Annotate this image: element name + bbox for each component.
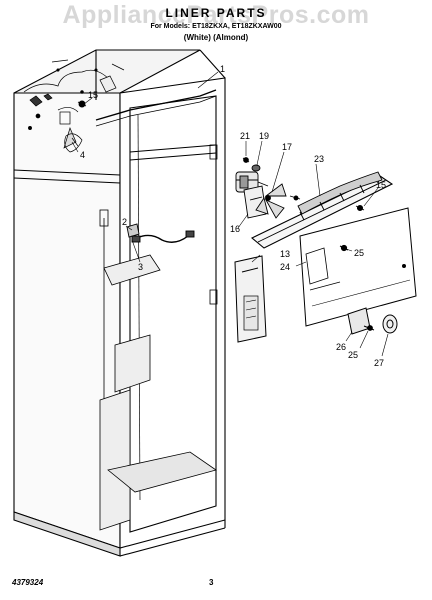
callout-21: 21 xyxy=(240,131,250,141)
callout-4: 4 xyxy=(80,150,85,160)
callout-25-lower: 25 xyxy=(348,350,358,360)
color-variants: (White) (Almond) xyxy=(183,33,249,42)
page-number: 3 xyxy=(209,578,214,587)
model-numbers: For Models: ET18ZKXA, ET18ZKXAW00 xyxy=(150,23,282,30)
callout-23: 23 xyxy=(314,154,324,164)
callout-3: 3 xyxy=(138,262,143,272)
callout-15-duct: 15 xyxy=(376,180,386,190)
callout-27: 27 xyxy=(374,358,384,368)
wire-harness-part-2-3 xyxy=(126,223,195,243)
callout-15-freezer: 15 xyxy=(88,90,98,100)
liner-cabinet xyxy=(13,49,226,557)
screw-15-freezer xyxy=(77,100,87,108)
freezer-interior-details xyxy=(23,59,125,153)
document-number: 4379324 xyxy=(12,578,44,587)
evaporator-fan-assembly xyxy=(235,157,394,249)
callout-26: 26 xyxy=(336,342,346,352)
callout-labels: 1 15 4 2 3 21 19 17 23 15 16 25 13 24 26… xyxy=(80,64,386,368)
callout-17: 17 xyxy=(282,142,292,152)
callout-19: 19 xyxy=(259,131,269,141)
control-panel-part-24 xyxy=(299,207,417,335)
callout-1: 1 xyxy=(220,64,225,74)
callout-2: 2 xyxy=(122,217,127,227)
watermark: AppliancePartsPros.com xyxy=(62,1,370,29)
callout-16: 16 xyxy=(230,224,240,234)
callout-13: 13 xyxy=(280,249,290,259)
leader-lines xyxy=(71,71,389,357)
vent-panel-part-13 xyxy=(234,255,267,343)
callout-24: 24 xyxy=(280,262,290,272)
diagram-title: LINER PARTS xyxy=(165,6,267,20)
callout-25-upper: 25 xyxy=(354,248,364,258)
